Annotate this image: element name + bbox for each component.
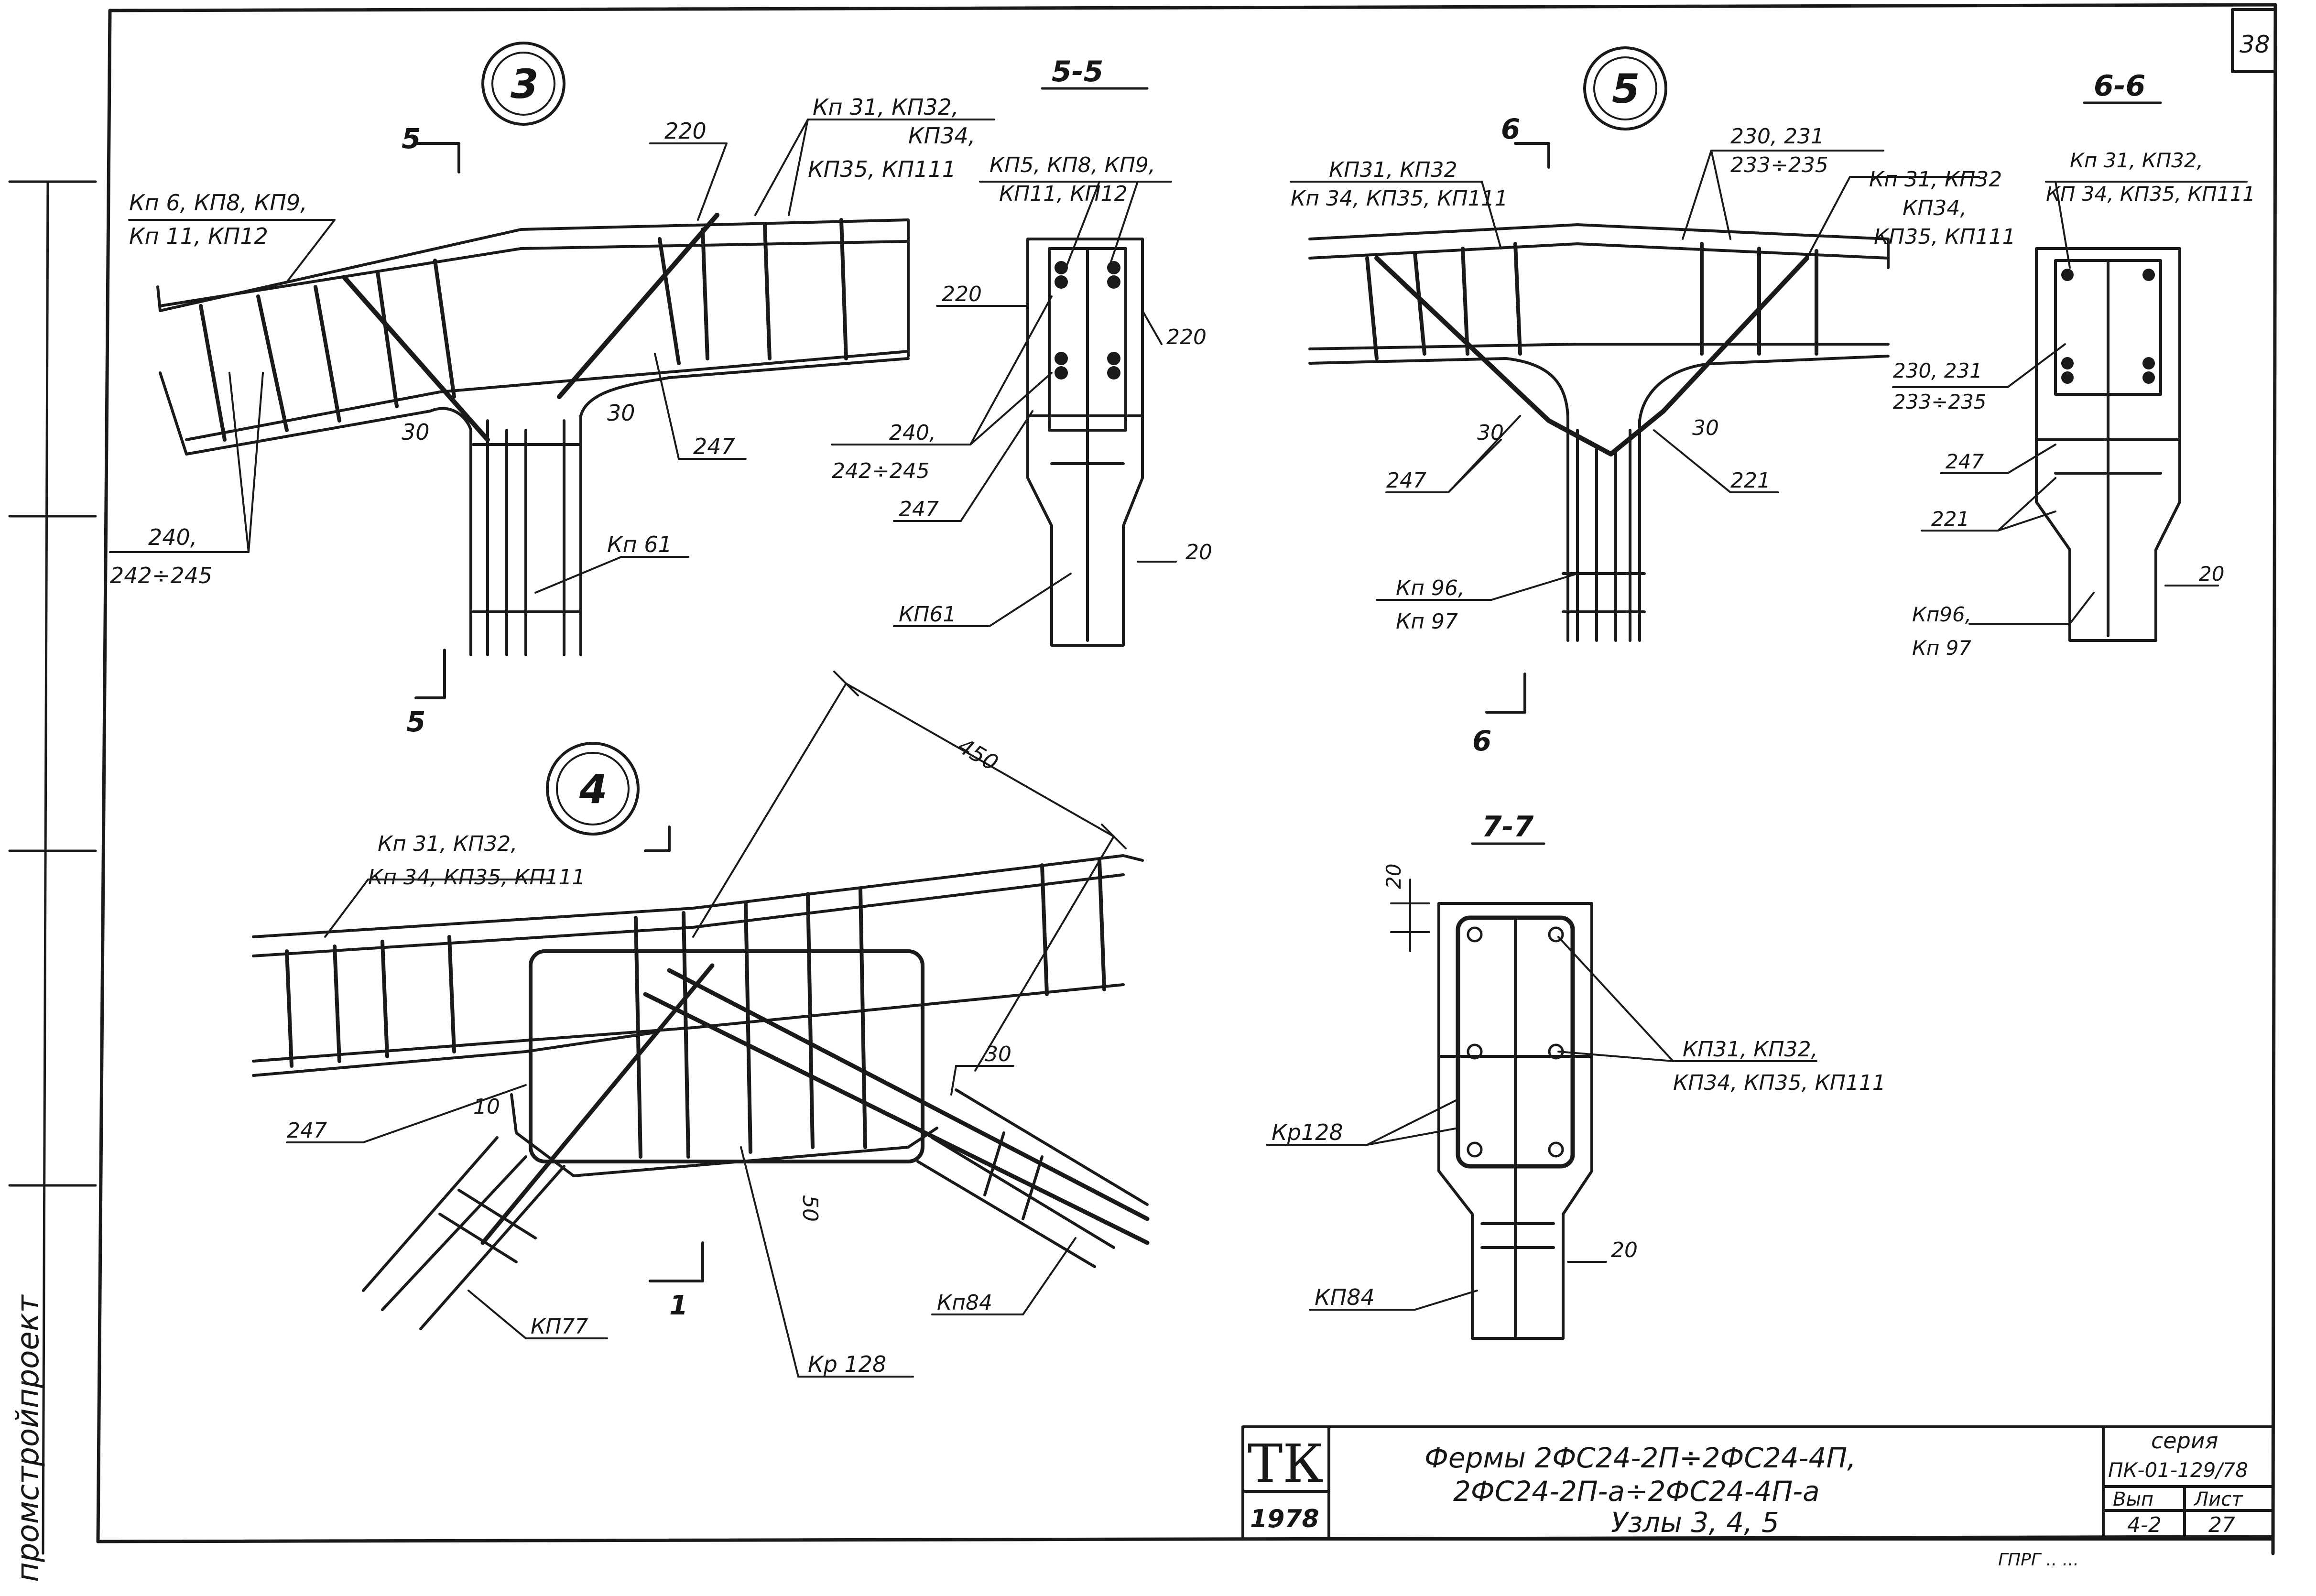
svg-text:240,: 240, bbox=[889, 421, 936, 445]
node-4-detail: 4 450 bbox=[252, 671, 1150, 1378]
svg-text:5: 5 bbox=[406, 706, 425, 738]
svg-text:30: 30 bbox=[1477, 421, 1504, 445]
sheet-number-box: 38 bbox=[2231, 8, 2277, 73]
svg-text:30: 30 bbox=[1692, 416, 1719, 440]
svg-text:КП34, КП35, КП111: КП34, КП35, КП111 bbox=[1673, 1071, 1886, 1095]
svg-text:10: 10 bbox=[473, 1095, 500, 1119]
section-6-6: 6-6 Кп 31, КП32, bbox=[1892, 69, 2255, 660]
svg-text:КП35, КП111: КП35, КП111 bbox=[808, 156, 956, 182]
svg-text:Кп 31, КП32,: Кп 31, КП32, bbox=[2070, 149, 2203, 172]
svg-text:5: 5 bbox=[402, 122, 421, 155]
svg-text:20: 20 bbox=[1382, 864, 1405, 889]
svg-text:240,: 240, bbox=[148, 524, 197, 550]
svg-text:Кп 31, КП32: Кп 31, КП32 bbox=[1869, 167, 2002, 192]
section-7-7: 7-7 20 КП3 bbox=[1266, 810, 1886, 1340]
svg-text:221: 221 bbox=[1931, 507, 1969, 531]
svg-text:Кп 31, КП32,: Кп 31, КП32, bbox=[378, 832, 517, 856]
svg-text:КП31, КП32,: КП31, КП32, bbox=[1683, 1037, 1818, 1062]
bottom-fragment: ГПРГ .. ... bbox=[1998, 1550, 2079, 1570]
node-marker-circle bbox=[481, 42, 565, 126]
svg-text:221: 221 bbox=[1730, 468, 1771, 493]
svg-text:КП35, КП111: КП35, КП111 bbox=[1874, 225, 2016, 249]
year: 1978 bbox=[1250, 1505, 1319, 1533]
svg-text:230, 231: 230, 231 bbox=[1893, 359, 1982, 382]
binding-margin bbox=[8, 180, 97, 1555]
section-title: 5-5 bbox=[1052, 55, 1103, 88]
svg-text:38: 38 bbox=[2240, 31, 2270, 58]
svg-text:Кп 34, КП35, КП111: Кп 34, КП35, КП111 bbox=[1291, 186, 1508, 211]
svg-text:Кп84: Кп84 bbox=[937, 1291, 992, 1315]
svg-text:1: 1 bbox=[669, 1290, 688, 1321]
svg-text:КП84: КП84 bbox=[1315, 1284, 1375, 1310]
svg-text:220: 220 bbox=[942, 282, 982, 306]
svg-text:КП 34, КП35, КП111: КП 34, КП35, КП111 bbox=[2046, 182, 2255, 206]
node-marker-label: 3 bbox=[511, 61, 538, 108]
svg-text:242÷245: 242÷245 bbox=[110, 563, 212, 588]
svg-text:Кп96,: Кп96, bbox=[1912, 603, 1971, 626]
title-line-1: Фермы 2ФС24-2П÷2ФС24-4П, bbox=[1424, 1442, 1856, 1474]
node-marker-circle bbox=[1583, 46, 1667, 130]
node-3-detail: 3 bbox=[109, 42, 995, 738]
svg-text:30: 30 bbox=[985, 1042, 1011, 1066]
title-block: ТК 1978 Фермы 2ФС24-2П÷2ФС24-4П, 2ФС24-2… bbox=[1241, 1425, 2274, 1541]
svg-text:20: 20 bbox=[1611, 1238, 1638, 1262]
svg-text:Кп 11, КП12: Кп 11, КП12 bbox=[129, 223, 268, 249]
svg-text:247: 247 bbox=[899, 497, 939, 521]
svg-text:220: 220 bbox=[1166, 325, 1207, 349]
sheet-frame bbox=[96, 3, 2277, 1555]
svg-text:Кп 61: Кп 61 bbox=[607, 532, 672, 557]
node-marker-circle bbox=[546, 742, 640, 836]
svg-text:Кп 97: Кп 97 bbox=[1912, 636, 1971, 660]
svg-text:Кр128: Кр128 bbox=[1272, 1119, 1343, 1145]
svg-text:КП31, КП32: КП31, КП32 bbox=[1329, 158, 1457, 182]
svg-text:242÷245: 242÷245 bbox=[832, 459, 930, 483]
svg-text:6: 6 bbox=[1501, 113, 1520, 145]
svg-text:Кп 34, КП35, КП111: Кп 34, КП35, КП111 bbox=[368, 865, 586, 890]
issue-value: 4-2 bbox=[2127, 1513, 2162, 1537]
svg-text:6: 6 bbox=[1472, 725, 1491, 757]
section-5-5: 5-5 КП5 bbox=[831, 55, 1212, 647]
svg-text:КП34,: КП34, bbox=[1903, 196, 1967, 220]
svg-text:Кп 96,: Кп 96, bbox=[1396, 576, 1465, 600]
sheet-value: 27 bbox=[2208, 1513, 2235, 1537]
svg-text:КП34,: КП34, bbox=[908, 123, 975, 149]
series-label: серия bbox=[2151, 1428, 2218, 1454]
svg-text:КП61: КП61 bbox=[899, 602, 956, 627]
svg-text:247: 247 bbox=[693, 434, 735, 459]
svg-text:233÷235: 233÷235 bbox=[1893, 390, 1987, 413]
node-marker-label: 5 bbox=[1612, 65, 1640, 112]
issue-label: Вып bbox=[2113, 1488, 2153, 1510]
svg-text:50: 50 bbox=[798, 1195, 822, 1222]
svg-text:Кп 97: Кп 97 bbox=[1396, 609, 1458, 634]
svg-text:220: 220 bbox=[664, 118, 707, 144]
svg-text:30: 30 bbox=[607, 400, 635, 426]
svg-text:247: 247 bbox=[287, 1118, 327, 1143]
title-line-2: 2ФС24-2П-а÷2ФС24-4П-а bbox=[1453, 1475, 1820, 1508]
svg-text:230, 231: 230, 231 bbox=[1730, 124, 1824, 149]
org-stamp-vertical: промстройпроект bbox=[11, 1294, 46, 1582]
svg-text:233÷235: 233÷235 bbox=[1730, 153, 1828, 177]
org-mark: ТК bbox=[1248, 1433, 1324, 1494]
title-line-3: Узлы 3, 4, 5 bbox=[1611, 1506, 1779, 1539]
svg-text:30: 30 bbox=[402, 419, 430, 445]
svg-text:247: 247 bbox=[1946, 450, 1984, 473]
svg-text:247: 247 bbox=[1386, 468, 1426, 493]
section-title: 7-7 bbox=[1482, 810, 1534, 844]
svg-text:20: 20 bbox=[1185, 540, 1212, 565]
node-marker-label: 4 bbox=[579, 766, 607, 813]
svg-text:Кп 6, КП8, КП9,: Кп 6, КП8, КП9, bbox=[129, 190, 307, 216]
svg-text:КП5, КП8, КП9,: КП5, КП8, КП9, bbox=[989, 153, 1155, 177]
section-title: 6-6 bbox=[2094, 69, 2145, 103]
svg-text:Кр 128: Кр 128 bbox=[808, 1351, 886, 1377]
svg-text:КП11, КП12: КП11, КП12 bbox=[999, 182, 1128, 206]
svg-text:Кп 31, КП32,: Кп 31, КП32, bbox=[813, 94, 959, 120]
series-value: ПК-01-129/78 bbox=[2108, 1458, 2248, 1482]
svg-text:КП77: КП77 bbox=[531, 1314, 588, 1339]
sheet-label: Лист bbox=[2193, 1488, 2243, 1510]
svg-text:20: 20 bbox=[2199, 562, 2224, 586]
node-5-detail: 5 bbox=[1290, 46, 2016, 757]
